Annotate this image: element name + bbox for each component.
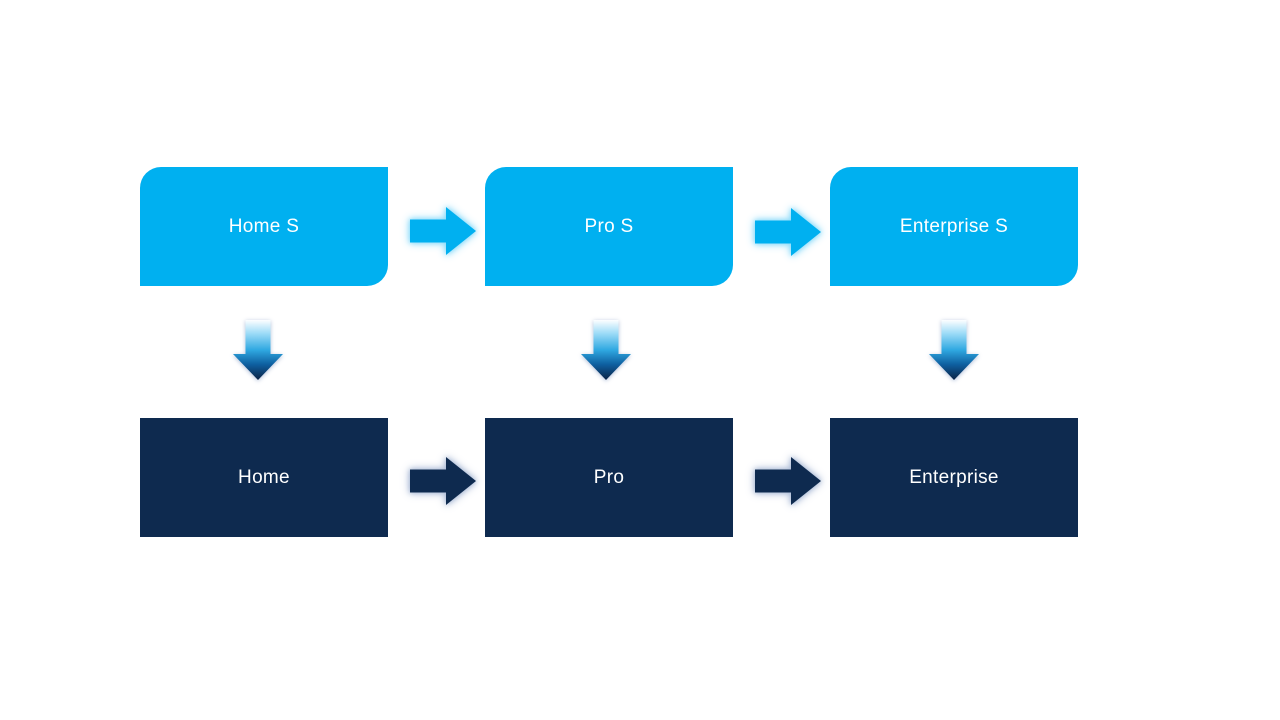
down-arrow-icon xyxy=(233,320,283,380)
node-label: Home S xyxy=(228,215,300,237)
right-arrow-icon xyxy=(755,457,821,505)
node-enterprise: Enterprise xyxy=(830,418,1078,537)
node-home-s: Home S xyxy=(140,167,388,286)
node-label: Pro S xyxy=(584,215,634,237)
node-pro-s: Pro S xyxy=(485,167,733,286)
right-arrow-icon xyxy=(755,208,821,256)
node-home: Home xyxy=(140,418,388,537)
node-label: Enterprise xyxy=(909,466,999,488)
node-enterprise-s: Enterprise S xyxy=(830,167,1078,286)
node-label: Pro xyxy=(593,466,625,488)
down-arrow-icon xyxy=(581,320,631,380)
node-label: Home xyxy=(238,466,290,488)
node-pro: Pro xyxy=(485,418,733,537)
down-arrow-icon xyxy=(929,320,979,380)
right-arrow-icon xyxy=(410,207,476,255)
right-arrow-icon xyxy=(410,457,476,505)
node-label: Enterprise S xyxy=(899,215,1009,237)
